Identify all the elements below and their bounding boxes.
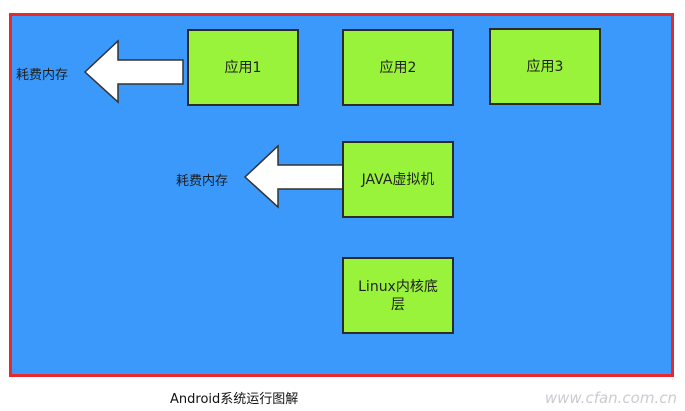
memory-label-top: 耗费内存	[16, 68, 69, 83]
app2-label: 应用2	[379, 59, 417, 76]
app1-box: 应用1	[187, 29, 299, 106]
diagram-caption: Android系统运行图解	[170, 392, 299, 407]
memory-label-middle: 耗费内存	[176, 174, 229, 189]
site-watermark: www.cfan.com.cn	[544, 389, 677, 407]
kernel-label: Linux内核底层	[358, 278, 438, 313]
app1-label: 应用1	[224, 59, 262, 76]
app3-label: 应用3	[526, 58, 564, 75]
kernel-box: Linux内核底层	[342, 257, 454, 334]
memory-arrow-top	[83, 39, 184, 104]
memory-arrow-middle	[243, 144, 344, 209]
app3-box: 应用3	[489, 28, 601, 105]
jvm-box: JAVA虚拟机	[342, 141, 454, 218]
app2-box: 应用2	[342, 29, 454, 106]
jvm-label: JAVA虚拟机	[361, 171, 435, 188]
